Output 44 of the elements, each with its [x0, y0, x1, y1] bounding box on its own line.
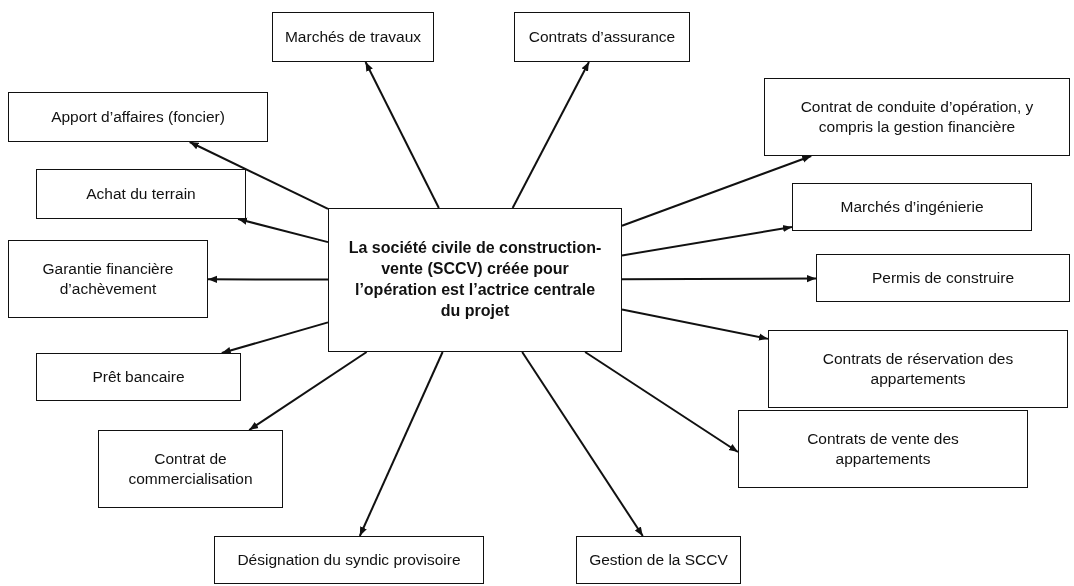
box-label: Contrat de commercialisation	[127, 448, 254, 489]
arrow	[358, 351, 444, 537]
box-label: Permis de construire	[871, 267, 1015, 288]
process-box	[214, 536, 484, 584]
arrow	[511, 61, 590, 209]
arrow	[621, 308, 769, 341]
box-label: Marchés de travaux	[284, 26, 422, 47]
box-label: Désignation du syndic provisoire	[237, 549, 461, 570]
arrow	[364, 61, 440, 209]
process-box	[272, 12, 434, 62]
arrow	[220, 321, 329, 354]
process-box	[576, 536, 741, 584]
process-box	[8, 92, 268, 142]
process-box	[514, 12, 690, 62]
arrow	[621, 155, 813, 227]
arrow	[621, 275, 817, 283]
box-label: Contrats de réservation des appartements	[821, 348, 1015, 389]
process-box	[768, 330, 1068, 408]
central-box	[328, 208, 622, 352]
process-box	[764, 78, 1070, 156]
arrow	[237, 217, 329, 244]
box-label: Contrats d’assurance	[528, 26, 676, 47]
box-label: Apport d’affaires (foncier)	[51, 106, 225, 127]
arrow	[188, 141, 329, 210]
process-box	[816, 254, 1070, 302]
process-box	[98, 430, 283, 508]
process-box	[36, 169, 246, 219]
process-box	[36, 353, 241, 401]
arrow	[248, 351, 368, 431]
process-box	[738, 410, 1028, 488]
process-box	[8, 240, 208, 318]
box-label: La société civile de construction-vente (SCCV) créée pour l’opération est l’actrice centrale du projet	[347, 238, 603, 321]
box-label: Gestion de la SCCV	[589, 549, 728, 570]
arrow	[621, 225, 793, 257]
box-label: Marchés d’ingénierie	[840, 196, 984, 217]
box-label: Prêt bancaire	[92, 366, 185, 387]
box-label: Achat du terrain	[86, 183, 196, 204]
arrow	[521, 351, 644, 537]
arrow	[584, 351, 739, 453]
box-label: Contrat de conduite d’opération, y compris la gestion financière	[799, 96, 1035, 137]
process-box	[792, 183, 1032, 231]
arrow	[207, 275, 329, 283]
box-label: Contrats de vente des appartements	[806, 428, 960, 469]
box-label: Garantie financière d’achèvement	[41, 258, 175, 299]
